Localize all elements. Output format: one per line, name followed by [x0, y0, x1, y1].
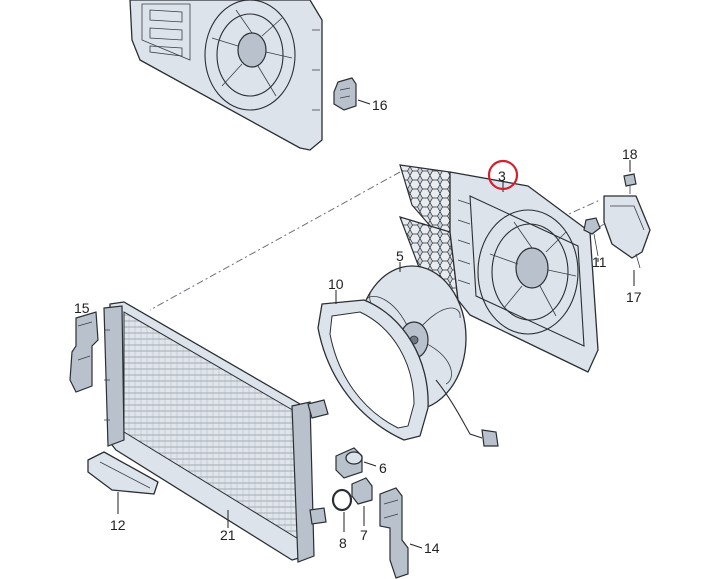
nut-part-11 [583, 217, 601, 262]
fan-shroud-part-3 [399, 164, 599, 373]
callout-14: 14 [424, 540, 440, 556]
oring-part-8 [331, 488, 353, 532]
highlight-circle [487, 159, 519, 191]
callout-10: 10 [328, 276, 344, 292]
callout-6: 6 [379, 460, 387, 476]
air-guide-part-12 [87, 451, 159, 514]
callout-21: 21 [220, 527, 236, 543]
switch-part-6 [335, 447, 377, 479]
plug-part-7 [351, 477, 373, 526]
clip-part-16 [333, 77, 371, 111]
radiator-part-21 [103, 301, 329, 563]
bracket-part-15 [69, 311, 99, 393]
callout-12: 12 [110, 517, 126, 533]
cover-part-17 [603, 195, 651, 286]
fan-ring-part-10 [317, 290, 429, 441]
callout-11: 11 [592, 254, 607, 270]
callout-16: 16 [372, 97, 388, 113]
callout-3: 3 [498, 168, 506, 184]
bracket-part-14 [379, 487, 423, 579]
callout-18: 18 [622, 146, 638, 162]
callout-7: 7 [360, 527, 368, 543]
callout-17: 17 [626, 289, 642, 305]
callout-15: 15 [74, 300, 90, 316]
upper-fan-shroud [129, 0, 323, 151]
callout-5: 5 [396, 248, 404, 264]
screw-part-18 [623, 160, 637, 194]
callout-8: 8 [339, 535, 347, 551]
